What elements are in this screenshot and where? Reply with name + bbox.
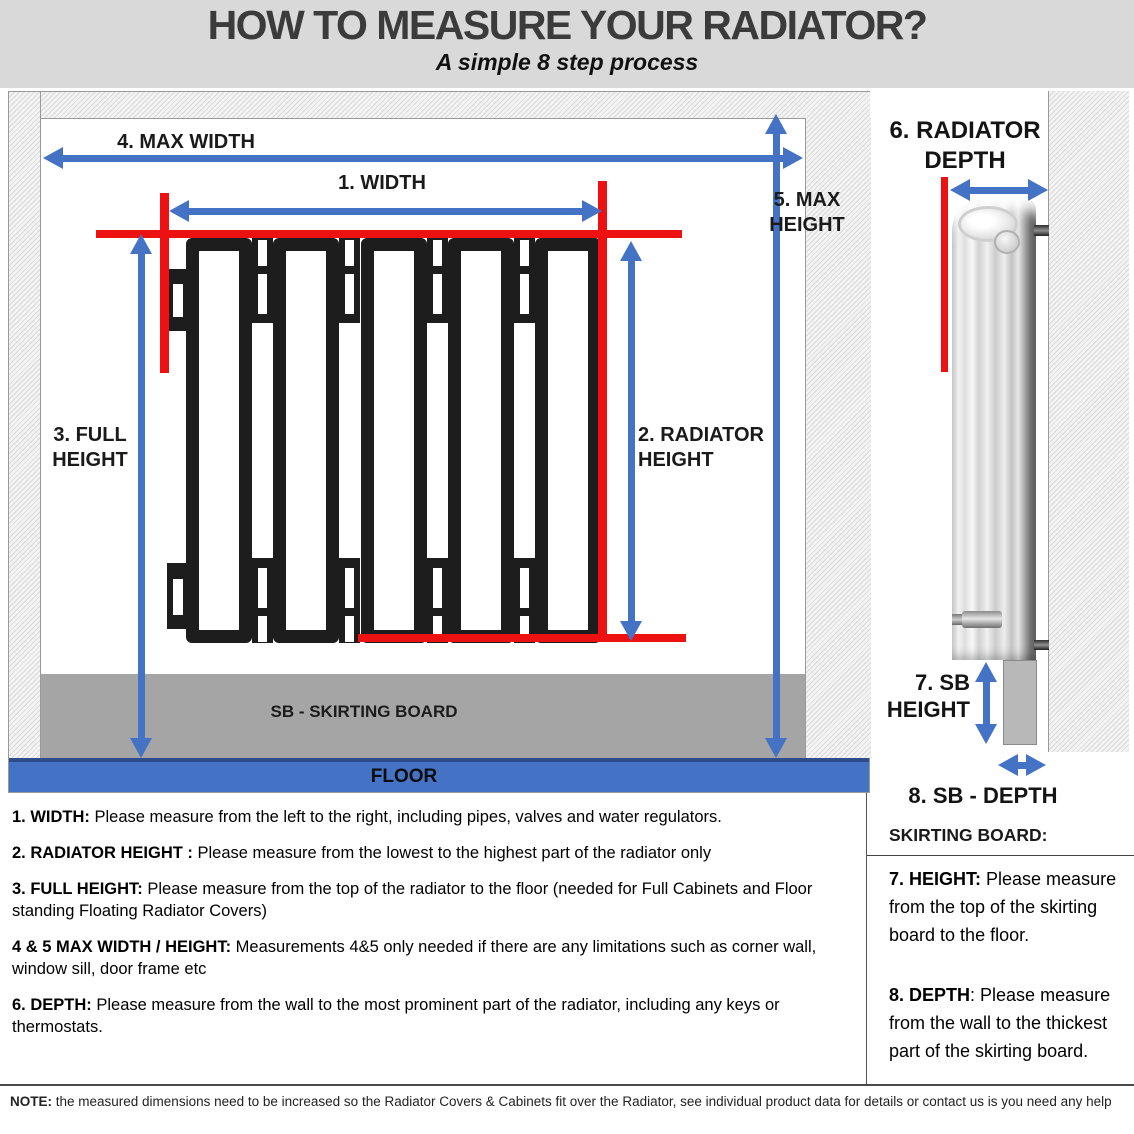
- valve-stem: [952, 614, 964, 625]
- instructions-list: 1. WIDTH: Please measure from the left t…: [12, 806, 868, 1052]
- red-marker-bottom: [358, 634, 686, 642]
- radiator-joint: [339, 238, 360, 323]
- full-height-arrow: [138, 252, 145, 740]
- floor-label: FLOOR: [370, 766, 438, 787]
- footer-note: NOTE: the measured dimensions need to be…: [10, 1094, 1112, 1109]
- full-height-label: 3. FULL HEIGHT: [52, 424, 128, 471]
- skirting-board-label: SB - SKIRTING BOARD: [270, 702, 458, 721]
- red-marker-right: [598, 181, 607, 642]
- pipe-bottom: [1034, 640, 1049, 650]
- radiator-joint: [252, 558, 273, 643]
- arrowhead-down-icon: [620, 621, 642, 641]
- radiator-joint: [252, 238, 273, 323]
- skirting-board-band: SB - SKIRTING BOARD: [41, 674, 805, 758]
- arrowhead-right-icon: [582, 200, 602, 222]
- side-view-diagram: 6. RADIATOR DEPTH 7. SB HEIGHT 8. SB - D…: [878, 91, 1134, 808]
- radiator-depth-label: 6. RADIATOR DEPTH: [889, 117, 1041, 174]
- wall-top: [40, 92, 870, 119]
- max-width-label: 4. MAX WIDTH: [117, 131, 255, 153]
- instruction-item: 6. DEPTH: Please measure from the wall t…: [12, 996, 780, 1036]
- wall-side: [1048, 91, 1129, 752]
- radiator-front-view: [167, 238, 601, 643]
- arrowhead-left-icon: [169, 200, 189, 222]
- radiator-joint: [427, 558, 448, 643]
- radiator-column: [273, 238, 339, 643]
- radiator-column: [448, 238, 514, 643]
- radiator-depth-arrow: [968, 187, 1030, 194]
- width-label: 1. WIDTH: [338, 172, 426, 194]
- arrowhead-left-icon: [43, 147, 63, 169]
- page-subtitle: A simple 8 step process: [435, 49, 699, 75]
- radiator-column: [186, 238, 252, 643]
- arrowhead-left-icon: [998, 754, 1018, 776]
- page-title: HOW TO MEASURE YOUR RADIATOR?: [207, 2, 928, 48]
- sb-depth-label: 8. SB - DEPTH: [908, 783, 1058, 808]
- arrowhead-up-icon: [765, 114, 787, 134]
- max-width-arrow: [61, 155, 785, 162]
- max-height-label: 5. MAX HEIGHT: [769, 189, 845, 236]
- instruction-item: 4 & 5 MAX WIDTH / HEIGHT: Measurements 4…: [12, 938, 817, 978]
- bleed-valve: [994, 230, 1020, 254]
- valve-nut: [962, 611, 1002, 628]
- skirting-board-heading: SKIRTING BOARD:: [889, 825, 1048, 845]
- radiator-joint: [514, 558, 535, 643]
- floor-band: FLOOR: [9, 758, 869, 792]
- arrowhead-right-icon: [1026, 754, 1046, 776]
- radiator-joint: [339, 558, 360, 643]
- radiator-column: [361, 238, 427, 643]
- footer-rule: [0, 1084, 1134, 1086]
- arrowhead-up-icon: [620, 241, 642, 261]
- radiator-height-label: 2. RADIATOR HEIGHT: [638, 424, 764, 471]
- sb-step-8: 8. DEPTH: Please measure from the wall t…: [889, 985, 1111, 1061]
- wall-right: [805, 118, 871, 758]
- skirting-board-column: SKIRTING BOARD: 7. HEIGHT: Please measur…: [866, 793, 1134, 1084]
- max-height-arrow: [773, 132, 780, 740]
- radiator-bracket: [167, 563, 191, 629]
- skirting-board-section: [1003, 660, 1037, 745]
- arrowhead-down-icon: [130, 738, 152, 758]
- arrowhead-up-icon: [975, 662, 997, 682]
- radiator-side-view: [952, 200, 1036, 660]
- instruction-item: 2. RADIATOR HEIGHT : Please measure from…: [12, 844, 712, 862]
- radiator-joint: [514, 238, 535, 323]
- arrowhead-right-icon: [783, 147, 803, 169]
- sb-depth-arrow: [1014, 762, 1030, 769]
- arrowhead-up-icon: [130, 234, 152, 254]
- radiator-joint: [427, 238, 448, 323]
- red-marker-top: [96, 230, 682, 238]
- red-marker-depth: [941, 177, 948, 372]
- width-arrow: [187, 208, 584, 215]
- divider-line: [867, 855, 1134, 856]
- arrowhead-down-icon: [975, 724, 997, 744]
- sb-step-7: 7. HEIGHT: Please measure from the top o…: [889, 869, 1117, 945]
- red-marker-left: [160, 193, 169, 373]
- instruction-item: 1. WIDTH: Please measure from the left t…: [12, 808, 722, 826]
- sb-height-label: 7. SB HEIGHT: [886, 670, 970, 722]
- wall-left: [9, 92, 41, 758]
- header: HOW TO MEASURE YOUR RADIATOR? A simple 8…: [0, 0, 1134, 88]
- arrowhead-left-icon: [950, 179, 970, 201]
- arrowhead-right-icon: [1028, 179, 1048, 201]
- radiator-bracket: [167, 269, 191, 331]
- radiator-column: [535, 238, 601, 643]
- instruction-item: 3. FULL HEIGHT: Please measure from the …: [12, 880, 813, 920]
- sb-height-arrow: [983, 679, 990, 726]
- pipe-top: [1034, 225, 1049, 236]
- arrowhead-down-icon: [765, 738, 787, 758]
- front-view-diagram: SB - SKIRTING BOARD FLOOR 4. MAX WIDTH 1…: [8, 91, 871, 793]
- radiator-height-arrow: [628, 259, 635, 623]
